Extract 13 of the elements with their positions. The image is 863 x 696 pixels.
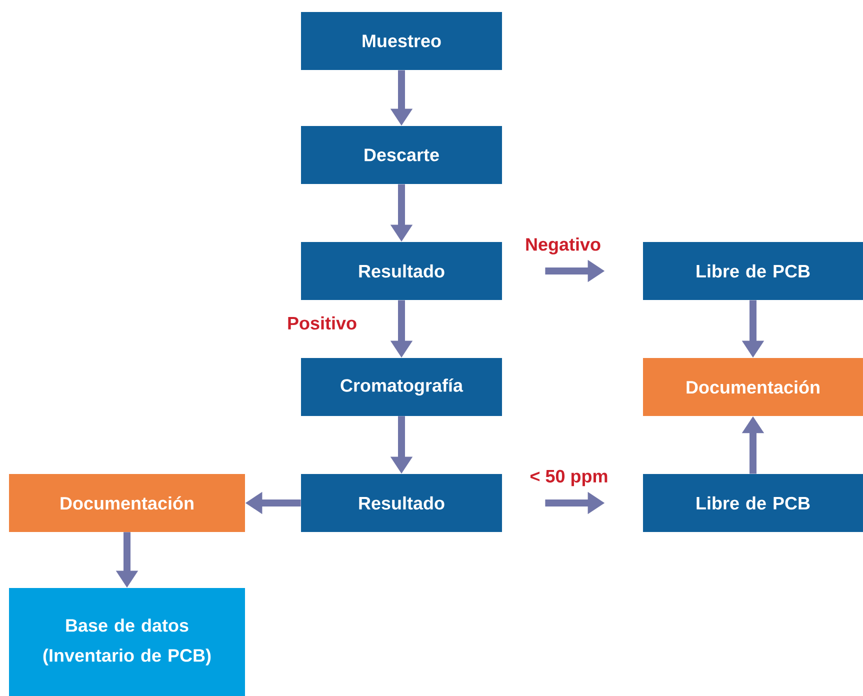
process-box: Descarte bbox=[301, 126, 502, 184]
edge-label: < 50 ppm bbox=[528, 468, 610, 488]
process-box: Resultado bbox=[301, 474, 502, 532]
process-box: Documentación bbox=[643, 358, 863, 416]
process-box: Libre de PCB bbox=[643, 242, 863, 300]
process-box: Cromatografía bbox=[301, 358, 502, 416]
process-box: Resultado bbox=[301, 242, 502, 300]
process-box: Documentación bbox=[9, 474, 245, 532]
edge-label: Positivo bbox=[286, 315, 358, 331]
edge-label: Negativo bbox=[524, 236, 602, 256]
process-box: Libre de PCB bbox=[643, 474, 863, 532]
process-box: Base de datos (Inventario de PCB) bbox=[9, 588, 245, 696]
process-box: Muestreo bbox=[301, 12, 502, 70]
